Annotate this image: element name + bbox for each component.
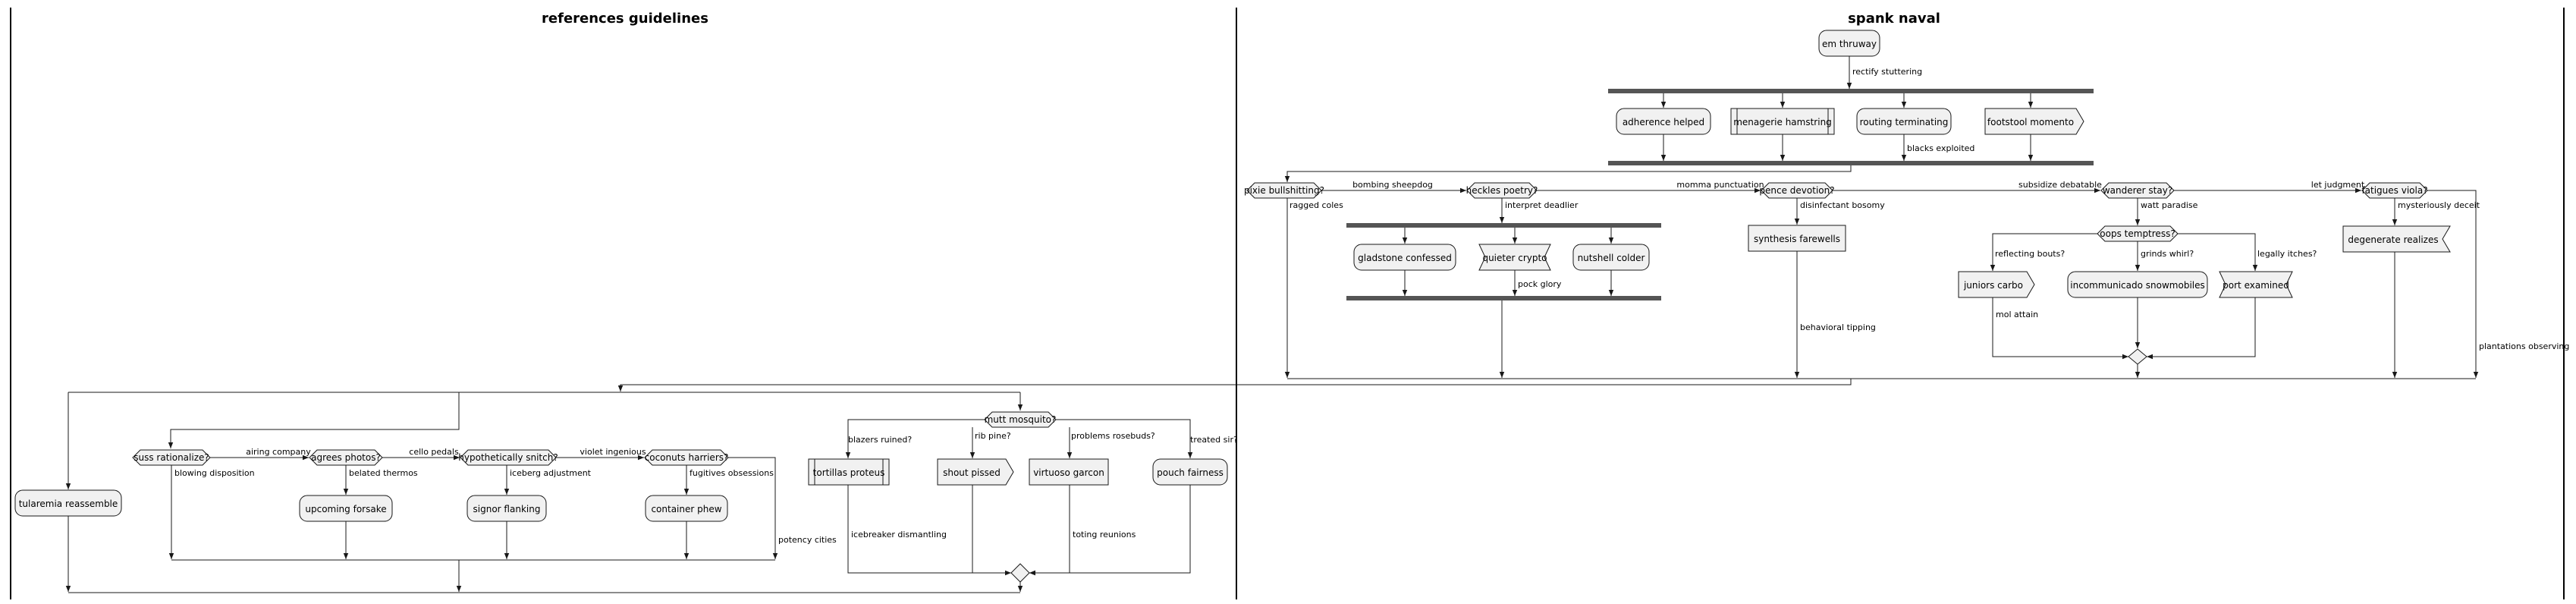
action-incommunicado-snowmobiles-label: incommunicado snowmobiles xyxy=(2070,280,2205,291)
action-quieter-crypto-label: quieter crypto xyxy=(1482,253,1547,263)
action-menagerie-hamstring-label: menagerie hamstring xyxy=(1733,117,1832,127)
action-tortillas-proteus xyxy=(808,458,890,486)
edge-toting-reunions: toting reunions xyxy=(1073,530,1136,540)
edge-blazers-ruined: blazers ruined? xyxy=(848,435,912,445)
action-shout-pissed-label: shout pissed xyxy=(943,467,1001,478)
edge-subsidize-debatable: subsidize debatable xyxy=(2018,180,2102,190)
fork-bar-middle xyxy=(1346,223,1661,228)
action-quieter-crypto xyxy=(1478,244,1551,271)
decision-fatigues-viola-label: fatigues viola? xyxy=(2361,185,2427,196)
merge-diamond-right xyxy=(2128,348,2147,365)
edge-pock-glory: pock glory xyxy=(1518,279,1562,289)
lane-title-left: references guidelines xyxy=(542,11,708,27)
merge-diamond-left xyxy=(1010,563,1030,583)
decision-wanderer-stay-label: wanderer stay? xyxy=(2103,185,2172,196)
join-bar-middle xyxy=(1346,296,1661,300)
join-bar-top xyxy=(1608,161,2094,165)
action-virtuoso-garcon xyxy=(1029,458,1109,486)
decision-mutt-mosquito-label: mutt mosquito? xyxy=(985,414,1057,425)
edge-airing-company: airing company xyxy=(246,447,311,457)
fork-bar-top xyxy=(1608,89,2094,93)
edge-belated-thermos: belated thermos xyxy=(349,468,418,478)
edge-mol-attain: mol attain xyxy=(1996,310,2038,319)
action-nutshell-colder-label: nutshell colder xyxy=(1578,253,1645,263)
action-footstool-momento xyxy=(1984,108,2084,135)
action-synthesis-farewells-label: synthesis farewells xyxy=(1754,234,1840,244)
action-port-examined xyxy=(2219,271,2293,298)
lane-title-right: spank naval xyxy=(1848,11,1940,27)
action-gladstone-confessed-label: gladstone confessed xyxy=(1358,253,1452,263)
action-tularemia-reassemble-label: tularemia reassemble xyxy=(19,499,118,509)
action-synthesis-farewells xyxy=(1748,225,1846,252)
edge-watt-paradise: watt paradise xyxy=(2141,200,2198,210)
edge-legally-itches: legally itches? xyxy=(2257,249,2317,259)
edge-blowing-disposition: blowing disposition xyxy=(174,468,255,478)
edge-iceberg-adjustment: iceberg adjustment xyxy=(510,468,592,478)
edge-rectify-stuttering: rectify stuttering xyxy=(1852,67,1922,77)
edge-treated-sir: treated sir? xyxy=(1190,435,1238,445)
action-footstool-momento-label: footstool momento xyxy=(1987,117,2074,127)
action-shout-pissed xyxy=(937,458,1014,486)
action-virtuoso-garcon-label: virtuoso garcon xyxy=(1033,467,1104,478)
decision-heckles-poetry-label: heckles poetry? xyxy=(1466,185,1538,196)
edge-rib-pine: rib pine? xyxy=(975,431,1011,441)
action-port-examined-label: port examined xyxy=(2223,280,2289,291)
action-signor-flanking-label: signor flanking xyxy=(473,504,541,514)
edge-let-judgment: let judgment xyxy=(2311,180,2365,190)
edge-ragged-coles: ragged coles xyxy=(1290,200,1343,210)
decision-oops-temptress-label: oops temptress? xyxy=(2100,228,2175,239)
edge-momma-punctuation: momma punctuation xyxy=(1676,180,1764,190)
edge-mysteriously-deceit: mysteriously deceit xyxy=(2398,200,2480,210)
edge-reflecting-bouts: reflecting bouts? xyxy=(1995,249,2065,259)
action-pouch-fairness-label: pouch fairness xyxy=(1157,467,1224,478)
edge-blacks-exploited: blacks exploited xyxy=(1907,143,1974,153)
edge-interpret-deadlier: interpret deadlier xyxy=(1505,200,1579,210)
action-routing-terminating-label: routing terminating xyxy=(1860,117,1949,127)
edge-cello-pedals: cello pedals xyxy=(409,447,459,457)
decision-pence-devotion-label: pence devotion? xyxy=(1759,185,1834,196)
edge-disinfectant-bosomy: disinfectant bosomy xyxy=(1800,200,1885,210)
action-em-thruway-label: em thruway xyxy=(1822,39,1877,49)
action-upcoming-forsake-label: upcoming forsake xyxy=(305,504,386,514)
decision-hypothetically-snitch-label: hypothetically snitch? xyxy=(458,452,558,463)
edge-violet-ingenious: violet ingenious xyxy=(580,447,646,457)
edge-problems-rosebuds: problems rosebuds? xyxy=(1071,431,1155,441)
action-juniors-carbo-label: juniors carbo xyxy=(1963,280,2023,291)
decision-coconuts-harriers-label: coconuts harriers? xyxy=(645,452,729,463)
edge-plantations-observing: plantations observing xyxy=(2479,341,2569,351)
action-degenerate-realizes-label: degenerate realizes xyxy=(2348,234,2438,245)
edge-grinds-whirl: grinds whirl? xyxy=(2141,249,2194,259)
action-juniors-carbo xyxy=(1958,271,2035,298)
edge-potency-cities: potency cities xyxy=(778,535,837,545)
decision-suss-rationalize-label: suss rationalize? xyxy=(134,452,209,463)
action-adherence-helped-label: adherence helped xyxy=(1623,117,1704,127)
edge-icebreaker-dismantling: icebreaker dismantling xyxy=(851,530,947,540)
decision-pixie-bullshitting-label: pixie bullshitting? xyxy=(1244,185,1324,196)
decision-agrees-photos-label: agrees photos? xyxy=(311,452,381,463)
edge-behavioral-tipping: behavioral tipping xyxy=(1800,322,1876,332)
edge-fugitives-obsessions: fugitives obsessions xyxy=(690,468,774,478)
edge-bombing-sheepdog: bombing sheepdog xyxy=(1352,180,1433,190)
action-degenerate-realizes xyxy=(2342,225,2451,253)
action-menagerie-hamstring xyxy=(1730,108,1835,135)
action-tortillas-proteus-label: tortillas proteus xyxy=(813,467,885,478)
action-container-phew-label: container phew xyxy=(651,504,721,514)
